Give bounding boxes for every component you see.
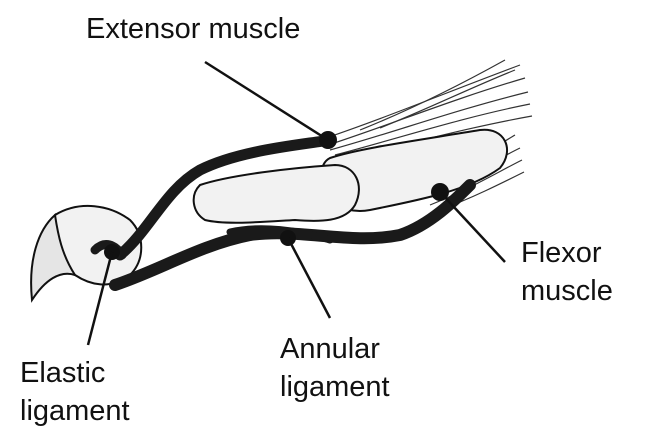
middle-phalanx	[194, 165, 359, 223]
extensor-leader-line	[205, 62, 328, 140]
annular-leader-line	[288, 238, 330, 318]
elastic-ligament-label-line2: ligament	[20, 394, 130, 428]
elastic-ligament-label-line1: Elastic	[20, 356, 105, 390]
annular-ligament-label-line1: Annular	[280, 332, 380, 366]
flexor-muscle-label-line1: Flexor	[521, 236, 602, 270]
flexor-muscle-label-line2: muscle	[521, 274, 613, 308]
annular-ligament-label-line2: ligament	[280, 370, 390, 404]
extensor-muscle-label: Extensor muscle	[86, 12, 300, 46]
flexor-leader-line	[440, 192, 505, 262]
